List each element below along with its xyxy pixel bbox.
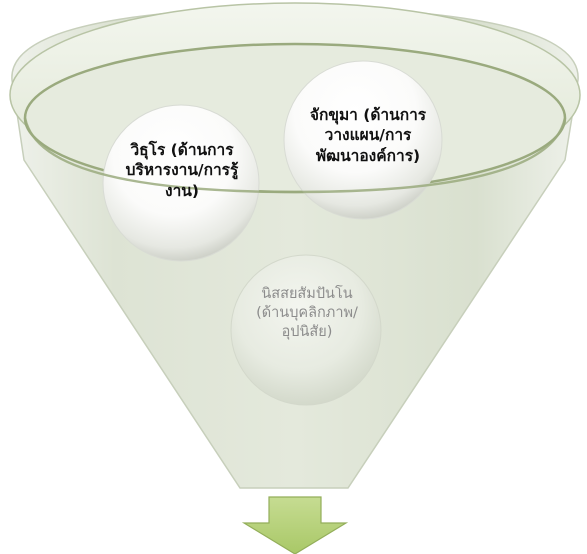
label-wiriyo: วิธุโร (ด้านการ บริหารงาน/การรู้ งาน) — [125, 141, 239, 200]
down-arrow-icon — [241, 496, 349, 554]
label-nissaya: นิสสยสัมปันโน (ด้านบุคลิกภาพ/ อุปนิสัย) — [256, 286, 358, 341]
circle-nissaya — [230, 254, 382, 406]
circle-jakkhuma — [283, 60, 443, 220]
circle-wiriyo — [102, 104, 260, 262]
rim-front-edge — [23, 117, 567, 194]
label-jakkhuma: จักขุมา (ด้านการ วางแผน/การ พัฒนาองค์การ… — [309, 106, 427, 165]
